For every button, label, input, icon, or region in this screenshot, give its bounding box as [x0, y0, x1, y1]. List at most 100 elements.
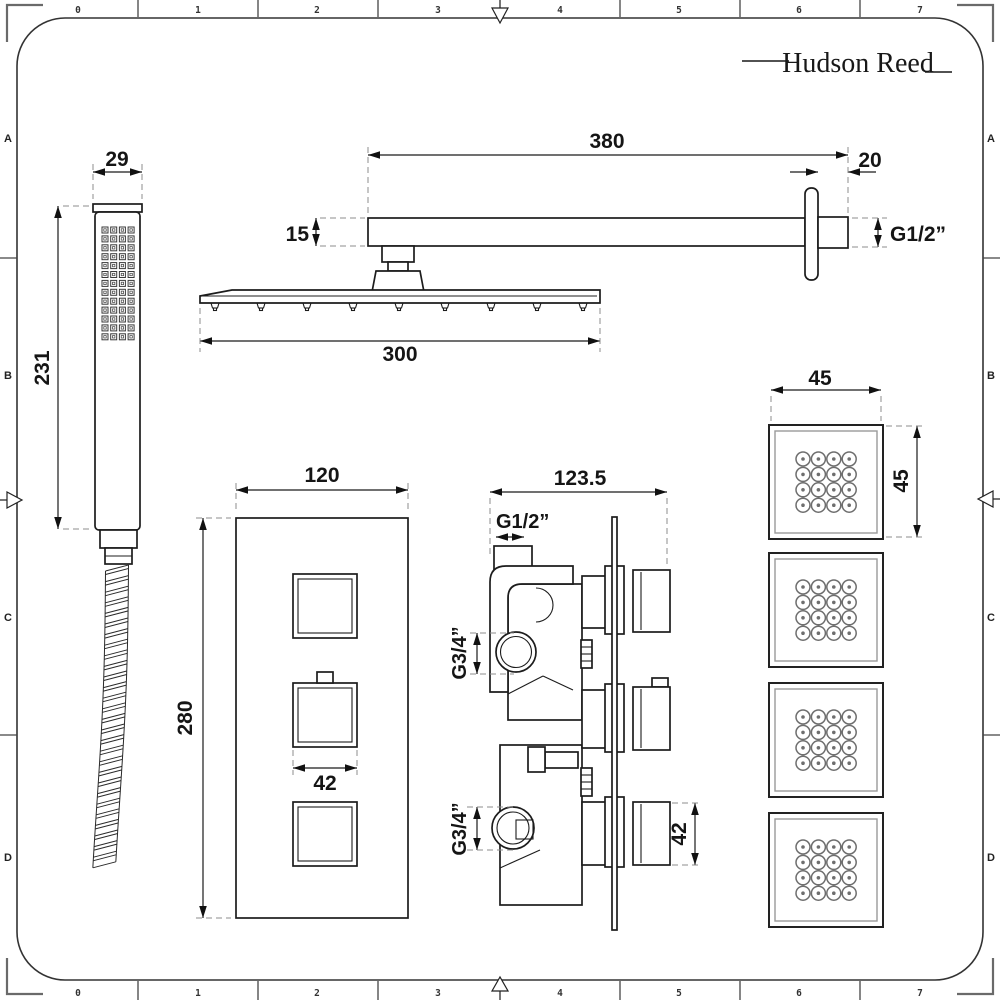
handset-nozzle-inner: [112, 228, 116, 232]
jet-nozzle-dot: [801, 488, 805, 492]
valve-knob-inner: [297, 578, 353, 634]
jet-plate-inner: [774, 430, 878, 534]
handset-nozzle-inner: [103, 317, 107, 321]
dim-head-width: 300: [382, 343, 417, 366]
handset-nozzle: [101, 253, 109, 261]
jet-plate: [768, 552, 884, 668]
hose-rib: [105, 564, 129, 572]
handset-nozzle-inner: [129, 335, 133, 339]
corner-mark-top-right: [957, 3, 995, 42]
dimension-arrow: [848, 168, 860, 176]
handset-nozzle: [127, 235, 135, 243]
ruler-number: 5: [676, 988, 682, 999]
handset-nozzle-inner: [129, 317, 133, 321]
jet-nozzle-dot: [832, 488, 836, 492]
dimension-arrow: [874, 235, 882, 247]
head-nozzle-row: [210, 302, 588, 312]
hose-rib: [104, 642, 128, 650]
zone-letter-right: A: [987, 133, 995, 145]
dimension-arrow: [806, 168, 818, 176]
handset-nozzle: [118, 235, 126, 243]
hose-rib: [105, 589, 129, 597]
head-nozzle-tip: [396, 307, 402, 312]
hose-rib: [99, 758, 123, 766]
hose-rib: [97, 790, 121, 798]
handset-nozzle-inner: [120, 264, 124, 268]
handset-nozzle-inner: [103, 308, 107, 312]
jet-nozzle-dot: [847, 616, 851, 620]
wall-connector: [817, 216, 849, 249]
flexible-hose: [92, 564, 129, 869]
handset-nozzle-inner: [120, 281, 124, 285]
jet-plate-inner: [774, 558, 878, 662]
hose-rib: [104, 631, 128, 639]
ruler-number: 4: [557, 5, 563, 16]
hose-rib: [104, 652, 128, 660]
valve-knob-outer: [292, 682, 358, 748]
jet-nozzle-dot: [801, 457, 805, 461]
jet-nozzle-dot: [847, 845, 851, 849]
handset-nozzle: [110, 297, 118, 305]
center-marker-left: [0, 491, 24, 509]
dim-valve-height: 280: [174, 700, 197, 735]
jet-nozzle-dot: [816, 503, 821, 508]
hose-rib: [104, 617, 129, 625]
ruler-number: 0: [75, 5, 81, 16]
center-marker-right: [976, 490, 1000, 508]
hose-rib: [93, 840, 118, 848]
jet-nozzle-dot: [816, 761, 821, 765]
jet-nozzle-dot: [801, 600, 805, 605]
jet-nozzle-dot: [847, 585, 851, 589]
dimension-arrow: [199, 518, 207, 530]
hose-rib: [103, 681, 127, 689]
jet-plate: [768, 682, 884, 798]
hose-rib: [103, 670, 127, 678]
handset-nozzle-inner: [112, 326, 116, 330]
handset-nozzle: [101, 324, 109, 332]
handset-nozzle: [127, 297, 135, 305]
handset-nozzle-inner: [112, 237, 116, 241]
head-nozzle-tip: [258, 307, 264, 312]
jet-nozzle-dot: [816, 616, 821, 620]
hose-rib: [103, 659, 128, 667]
zone-letter-left: D: [4, 852, 12, 864]
cartridge-top: [581, 575, 608, 629]
handset-nozzle: [110, 288, 118, 296]
valve-knob-inner: [297, 687, 353, 743]
jet-nozzle-dot: [847, 631, 851, 635]
handset-nozzle: [110, 244, 118, 252]
dimension-arrow: [771, 386, 783, 394]
jet-nozzle-dot: [832, 600, 836, 605]
handset-nozzle-inner: [120, 299, 124, 303]
valve-bracket: [489, 565, 574, 693]
handset-nozzle: [118, 271, 126, 278]
zone-letter-right: C: [987, 612, 995, 624]
hose-rib: [102, 691, 127, 699]
head-nozzle: [440, 302, 450, 309]
handset-nozzle: [110, 271, 118, 278]
hose-rib: [102, 705, 126, 713]
dim-arm-length: 380: [589, 130, 624, 153]
handset-nozzle: [101, 271, 109, 278]
wall-flange: [804, 187, 819, 281]
handset-nozzle-inner: [129, 246, 133, 250]
jet-nozzle-dot: [847, 715, 851, 719]
dim-arm-thread: G1/2”: [890, 223, 946, 246]
jet-nozzle-dot: [832, 457, 836, 461]
handset-nozzle: [101, 244, 109, 252]
jet-plate-inner: [774, 818, 878, 922]
dimension-arrow: [199, 906, 207, 918]
dimension-arrow: [200, 337, 212, 345]
ruler-number: 7: [917, 5, 923, 16]
jet-nozzle-dot: [816, 746, 821, 750]
head-nozzle: [348, 302, 358, 309]
jet-nozzle-dot: [832, 761, 836, 765]
valve-front-view: [235, 517, 409, 919]
jet-nozzle-dot: [832, 876, 836, 880]
upper-inlet-port: [495, 631, 537, 673]
handset-nozzle-inner: [120, 290, 124, 294]
